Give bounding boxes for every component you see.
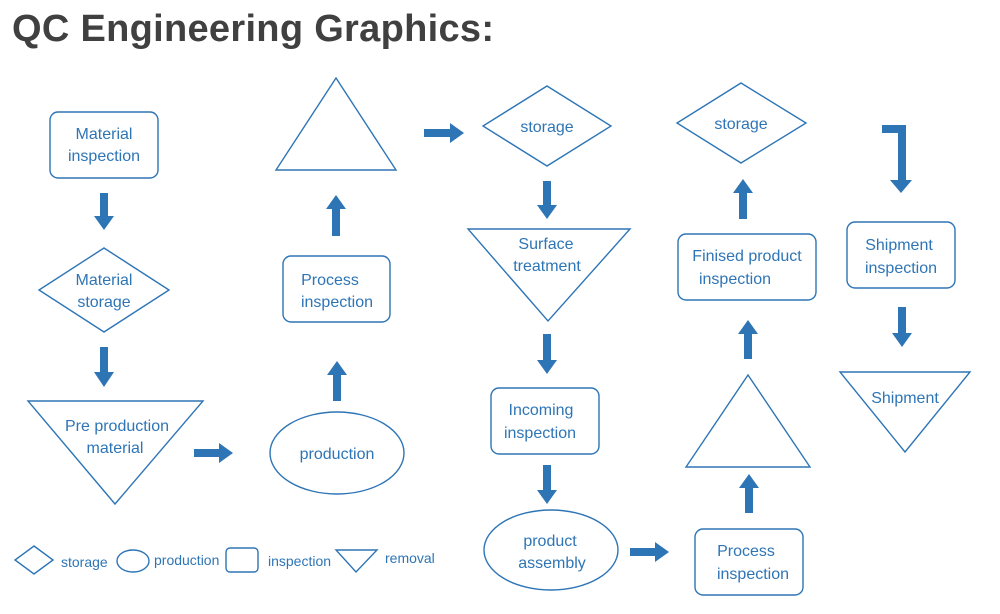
- arrow-up: [733, 179, 753, 219]
- legend: storage production inspection removal: [13, 545, 435, 575]
- legend-label: storage: [61, 554, 108, 570]
- node-process-inspection-2: Process inspection: [694, 528, 804, 596]
- node-label-line: Process: [301, 272, 359, 289]
- legend-item-inspection: inspection: [225, 547, 331, 573]
- node-label-line: assembly: [518, 555, 586, 572]
- node-label-line: Finised product: [692, 248, 802, 265]
- node-process-inspection-1: Process inspection: [282, 255, 391, 323]
- arrow-down: [537, 465, 557, 504]
- arrow-down: [94, 193, 114, 230]
- node-label-line: inspection: [301, 294, 373, 311]
- arrow-right: [424, 123, 464, 143]
- node-label-line: inspection: [865, 260, 937, 277]
- node-label-line: Process: [717, 543, 775, 560]
- legend-ellipse-icon: [116, 549, 150, 573]
- node-label-line: inspection: [504, 425, 576, 442]
- arrow-up: [738, 320, 758, 359]
- node-label-line: Shipment: [865, 237, 933, 254]
- arrow-up: [327, 361, 347, 401]
- page-title: QC Engineering Graphics:: [12, 8, 495, 50]
- node-material-storage: Material storage: [37, 247, 171, 333]
- node-label-line: storage: [520, 119, 573, 136]
- node-material-inspection: Material inspection: [49, 111, 159, 179]
- arrow-up: [326, 195, 346, 236]
- arrow-right: [630, 542, 669, 562]
- node-production: production: [269, 411, 405, 495]
- legend-label: production: [154, 552, 219, 568]
- node-storage-1: storage: [481, 85, 613, 167]
- legend-triangle-icon: [334, 549, 379, 574]
- removal-triangle-2: [684, 373, 812, 468]
- legend-label: inspection: [268, 553, 331, 569]
- node-label-line: Pre production: [65, 418, 169, 435]
- legend-item-production: production: [116, 549, 219, 573]
- node-finished-product-inspection: Finised product inspection: [677, 233, 817, 301]
- node-label-line: storage: [77, 294, 130, 311]
- arrow-down: [892, 307, 912, 347]
- arrow-elbow-down: [882, 125, 912, 193]
- node-incoming-inspection: Incoming inspection: [490, 387, 600, 455]
- node-shipment: Shipment: [838, 371, 972, 454]
- node-product-assembly: product assembly: [483, 509, 619, 591]
- node-label-line: Incoming: [509, 402, 574, 419]
- node-label-line: production: [300, 446, 375, 463]
- removal-triangle-1: [274, 76, 398, 171]
- node-surface-treatment: Surface treatment: [466, 228, 632, 323]
- node-pre-production-material: Pre production material: [26, 400, 205, 506]
- node-label-line: inspection: [717, 566, 789, 583]
- legend-item-removal: removal: [334, 549, 435, 574]
- node-shipment-inspection: Shipment inspection: [846, 221, 956, 289]
- node-label-line: material: [87, 440, 144, 457]
- node-label-line: product: [523, 533, 577, 550]
- legend-diamond-icon: [13, 545, 55, 575]
- node-label-line: Material: [76, 272, 133, 289]
- node-label-line: treatment: [513, 258, 581, 275]
- arrow-down: [537, 181, 557, 219]
- node-label-line: inspection: [68, 148, 140, 165]
- legend-item-storage: storage: [13, 545, 108, 575]
- node-label-line: Material: [76, 126, 133, 143]
- arrow-right: [194, 443, 233, 463]
- arrow-down: [537, 334, 557, 374]
- node-label-line: Shipment: [871, 390, 939, 407]
- node-storage-2: storage: [675, 82, 808, 164]
- node-label-line: storage: [714, 116, 767, 133]
- legend-rect-icon: [225, 547, 259, 573]
- arrow-up: [739, 474, 759, 513]
- node-label-line: Surface: [518, 236, 573, 253]
- flow-arrows: [94, 123, 912, 562]
- arrow-down: [94, 347, 114, 387]
- node-label-line: inspection: [699, 271, 771, 288]
- legend-label: removal: [385, 550, 435, 566]
